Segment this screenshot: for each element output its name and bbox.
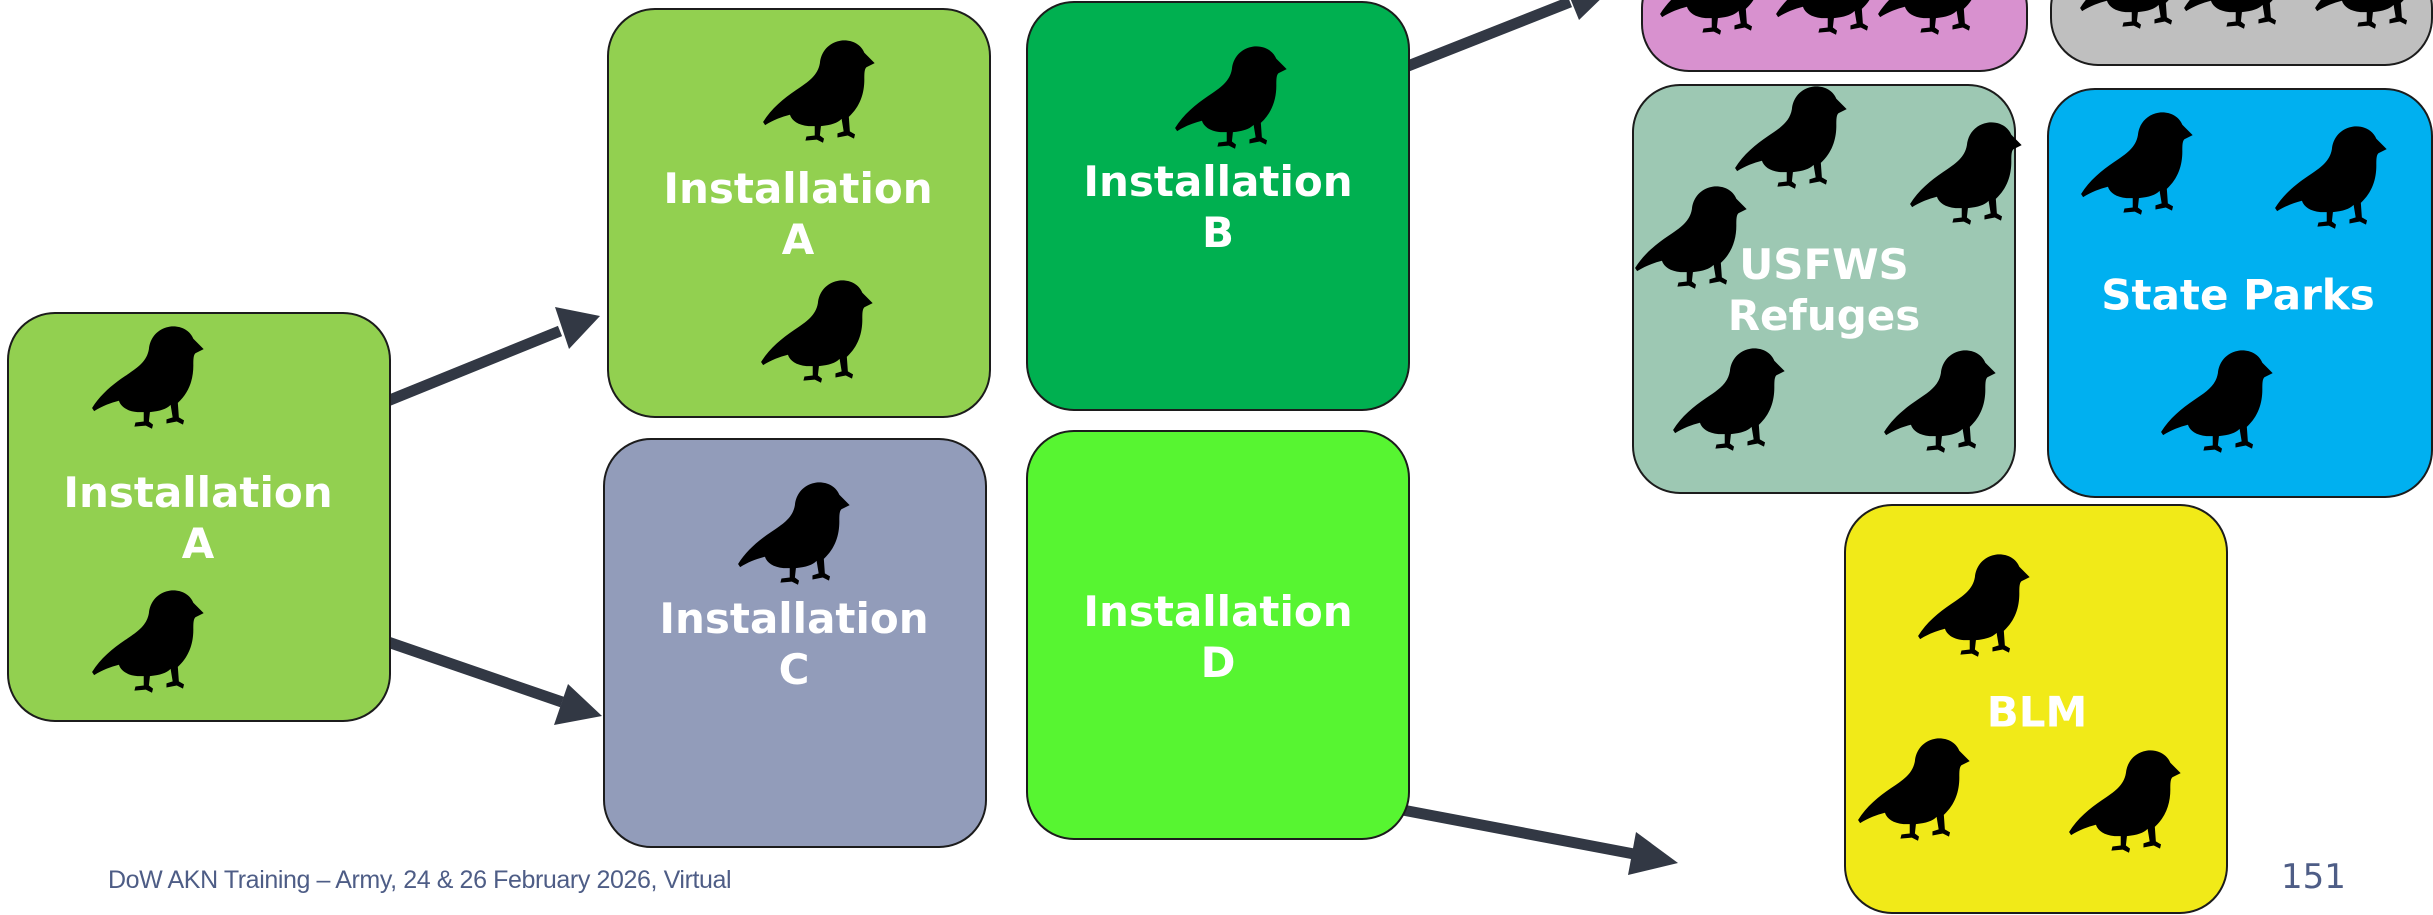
- page-number: 151: [2281, 857, 2346, 897]
- bird-icon: [759, 276, 883, 384]
- bird-icon: [1876, 0, 2000, 36]
- bird-icon: [1733, 82, 1857, 190]
- bird-icon: [90, 586, 214, 694]
- bird-icon: [2159, 346, 2283, 454]
- state-parks-label: State Parks: [2101, 270, 2375, 320]
- blm-label: BLM: [1986, 687, 2088, 737]
- bird-icon: [1633, 182, 1757, 290]
- bird-icon: [90, 322, 214, 430]
- blm-box: [1844, 504, 2228, 914]
- bird-icon: [1856, 734, 1980, 842]
- bird-icon: [2067, 746, 2191, 854]
- installation-a-left-box: [7, 312, 391, 722]
- installation-b-box: [1026, 1, 1410, 411]
- bird-icon: [1658, 0, 1782, 36]
- arrow-a-to-c: [383, 635, 602, 725]
- bird-icon: [761, 36, 885, 144]
- arrow-a-to-top-a: [382, 307, 600, 408]
- slide-footer: DoW AKN Training – Army, 24 & 26 Februar…: [108, 866, 732, 894]
- bird-icon: [2079, 108, 2203, 216]
- bird-icon: [2313, 0, 2433, 30]
- bird-icon: [2273, 122, 2397, 230]
- installation-d-box: [1026, 430, 1410, 840]
- bird-icon: [736, 478, 860, 586]
- bird-icon: [1916, 550, 2040, 658]
- arrow-b-to-pink: [1405, 0, 1600, 72]
- bird-icon: [1173, 42, 1297, 150]
- bird-icon: [1882, 346, 2006, 454]
- bird-icon: [1908, 118, 2032, 226]
- arrow-d-to-blm: [1390, 802, 1678, 875]
- bird-icon: [2182, 0, 2306, 30]
- bird-icon: [1671, 344, 1795, 452]
